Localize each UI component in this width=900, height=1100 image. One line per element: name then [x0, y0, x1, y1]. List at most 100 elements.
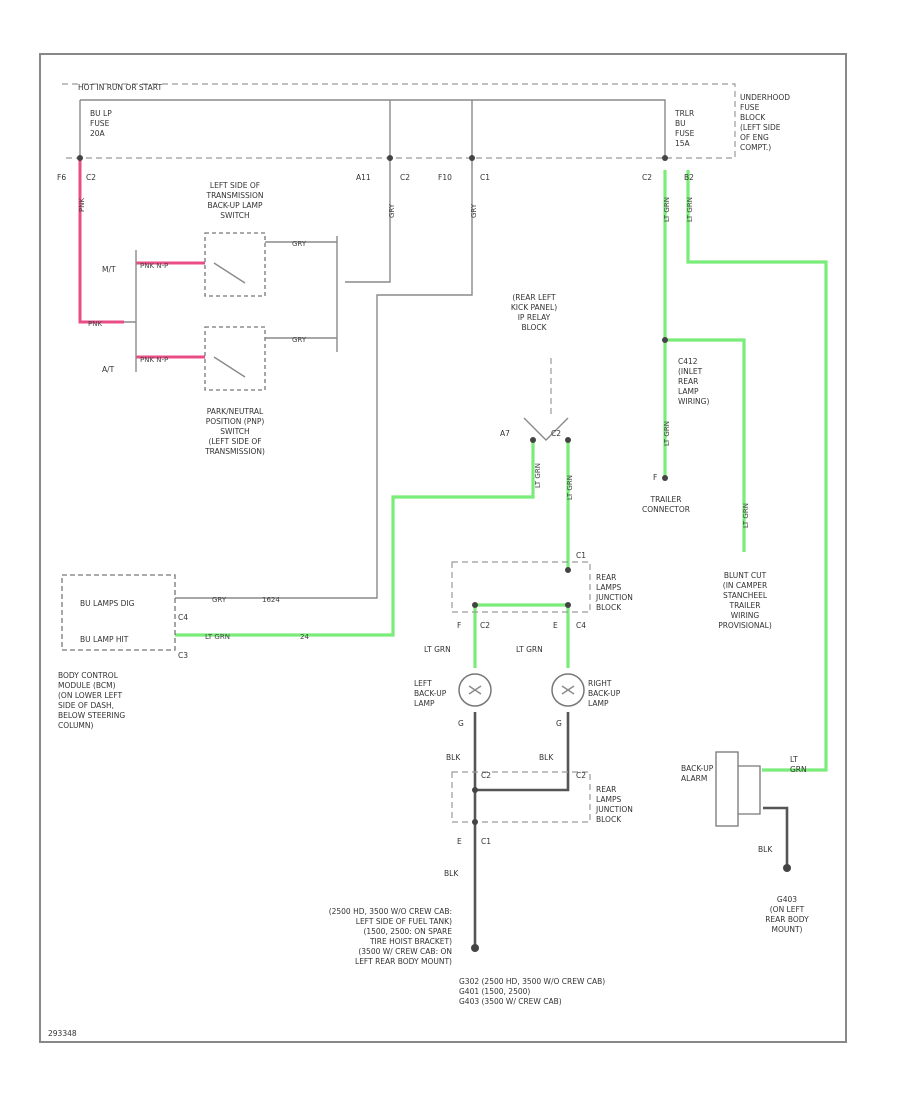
- pin-c2-c: C2: [642, 173, 652, 182]
- backup-alarm-horn: [738, 765, 761, 815]
- pin-c2-g: C2: [576, 771, 586, 780]
- rear-junction-block-2: [451, 771, 591, 823]
- pin-c2-a: C2: [86, 173, 96, 182]
- connector-dots: [77, 155, 668, 825]
- pin-g-right: G: [556, 719, 562, 728]
- diagram-frame: [39, 53, 847, 1043]
- switch-splice-left: [124, 250, 137, 372]
- relay-contact: [523, 417, 569, 441]
- pin-e-2: E: [457, 837, 462, 846]
- wire-label-ltgrn-c2: LT GRN: [663, 197, 671, 222]
- lt-grn-label-1: LT GRN: [424, 645, 451, 654]
- lt-grn-label-2: LT GRN: [516, 645, 543, 654]
- pin-c2-e: C2: [480, 621, 490, 630]
- blk-label-4: BLK: [758, 845, 773, 854]
- pin-f: F: [653, 473, 657, 482]
- black-wire-alarm-ground: [763, 806, 789, 866]
- pin-c2-b: C2: [400, 173, 410, 182]
- pin-c1-c: C1: [481, 837, 491, 846]
- ground-alarm-icon: [783, 864, 791, 872]
- gray-wire-a11: [345, 158, 391, 283]
- green-wire-bcm-relay: [175, 440, 535, 637]
- wire-label-gry-at: GRY: [292, 336, 307, 344]
- backup-alarm-body: [715, 751, 739, 827]
- wire-label-ltgrn-bcm: LT GRN: [205, 633, 230, 641]
- pin-b2: B2: [684, 173, 694, 182]
- green-wire-blunt-cut: [665, 338, 746, 552]
- switch-contacts: [213, 262, 246, 378]
- wire-label-pnk-mt: PNK N-P: [140, 262, 168, 270]
- gray-wire-f10-bcm: [175, 158, 473, 599]
- wire-label-1624-bcm: 1624: [262, 596, 280, 604]
- hot-bus-wire: [80, 99, 666, 158]
- pin-a7: A7: [500, 429, 510, 438]
- blk-label-2: BLK: [539, 753, 554, 762]
- underhood-fuse-block-outline: [62, 83, 736, 159]
- pin-c4-a: C4: [178, 613, 188, 622]
- wire-label-ltgrn-b2: LT GRN: [686, 197, 694, 222]
- pink-wire-main: [78, 158, 124, 324]
- bcm-box: [61, 574, 176, 651]
- wire-label-gry-f10: GRY: [470, 203, 478, 218]
- pnp-switch-box: [204, 326, 266, 391]
- bcm-bu-lamps-dig-label: BU LAMPS DIG: [80, 599, 135, 608]
- ground-left-icon: [471, 944, 479, 952]
- switch-output-wires: [265, 241, 337, 339]
- backup-lamp-switch-box: [204, 232, 266, 297]
- wire-label-ltgrn-blunt: LT GRN: [742, 503, 750, 528]
- bcm-bu-lamp-hit-label: BU LAMP HIT: [80, 635, 129, 644]
- lamp-filaments: [468, 685, 575, 695]
- pin-g-left: G: [458, 719, 464, 728]
- wire-label-gry-bcm: GRY: [212, 596, 227, 604]
- wire-label-gry-mt: GRY: [292, 240, 307, 248]
- wire-label-ltgrn-a7: LT GRN: [534, 463, 542, 488]
- wire-label-gry-a11: GRY: [388, 203, 396, 218]
- pin-c2-f: C2: [481, 771, 491, 780]
- wire-label-pnk-at: PNK N-P: [140, 356, 168, 364]
- black-wire-lamps-ground: [473, 712, 570, 948]
- pin-c4-b: C4: [576, 621, 586, 630]
- ground-ids-label: G302 (2500 HD, 3500 W/O CREW CAB)G401 (1…: [459, 977, 605, 1006]
- figure-id: 293348: [48, 1029, 77, 1038]
- pin-f10: F10: [438, 173, 452, 182]
- pin-c1: C1: [480, 173, 490, 182]
- wire-label-pnk-1: PNK: [78, 198, 86, 212]
- wire-label-ltgrn-trlr: LT GRN: [663, 421, 671, 446]
- pin-e: E: [553, 621, 558, 630]
- blk-label-3: BLK: [444, 869, 459, 878]
- wire-label-pnk-2: PNK: [88, 320, 102, 328]
- wire-label-24-bcm: 24: [300, 633, 309, 641]
- green-wire-left-lamp: [473, 603, 568, 668]
- rear-junction-block-1: [451, 561, 591, 613]
- blk-label-1: BLK: [446, 753, 461, 762]
- wire-label-ltgrn-c2d: LT GRN: [566, 475, 574, 500]
- pin-c3: C3: [178, 651, 188, 660]
- green-wire-b2-alarm: [686, 170, 828, 772]
- hot-in-run-label: HOT IN RUN OR START: [78, 83, 162, 92]
- ground-location-note: (2500 HD, 3500 W/O CREW CAB:LEFT SIDE OF…: [329, 907, 453, 966]
- pin-c2-d: C2: [551, 429, 561, 438]
- pin-f-2: F: [457, 621, 461, 630]
- mt-label: M/T: [102, 265, 116, 274]
- pin-f6: F6: [57, 173, 66, 182]
- pin-c1-b: C1: [576, 551, 586, 560]
